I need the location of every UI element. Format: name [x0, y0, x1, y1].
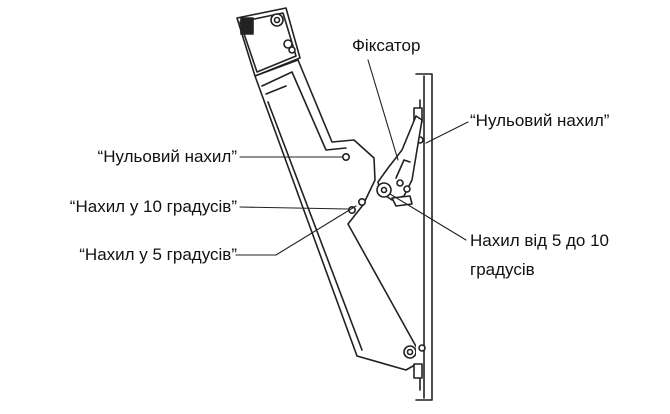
hole-zero-tilt: [341, 153, 350, 162]
tilt-range-label-line1: Нахил від 5 до 10: [470, 231, 610, 250]
zero-tilt-right-label: “Нульовий нахил”: [470, 111, 610, 130]
zero-tilt-left-label: “Нульовий нахил”: [97, 147, 237, 166]
tilt-5-degree-label: “Нахил у 5 градусів”: [79, 245, 237, 264]
leader-lines: [235, 59, 469, 256]
mounting-block: [236, 7, 301, 77]
wall-plate: [413, 73, 433, 401]
hole-10-degree: [357, 198, 366, 207]
tilt-arm: [254, 59, 421, 371]
tilt-10-degree-label: “Нахил у 10 градусів”: [69, 197, 237, 216]
tilt-range-label-line2: градусів: [470, 260, 535, 279]
latch-label: Фіксатор: [352, 36, 421, 55]
latch-mechanism: [376, 115, 423, 207]
